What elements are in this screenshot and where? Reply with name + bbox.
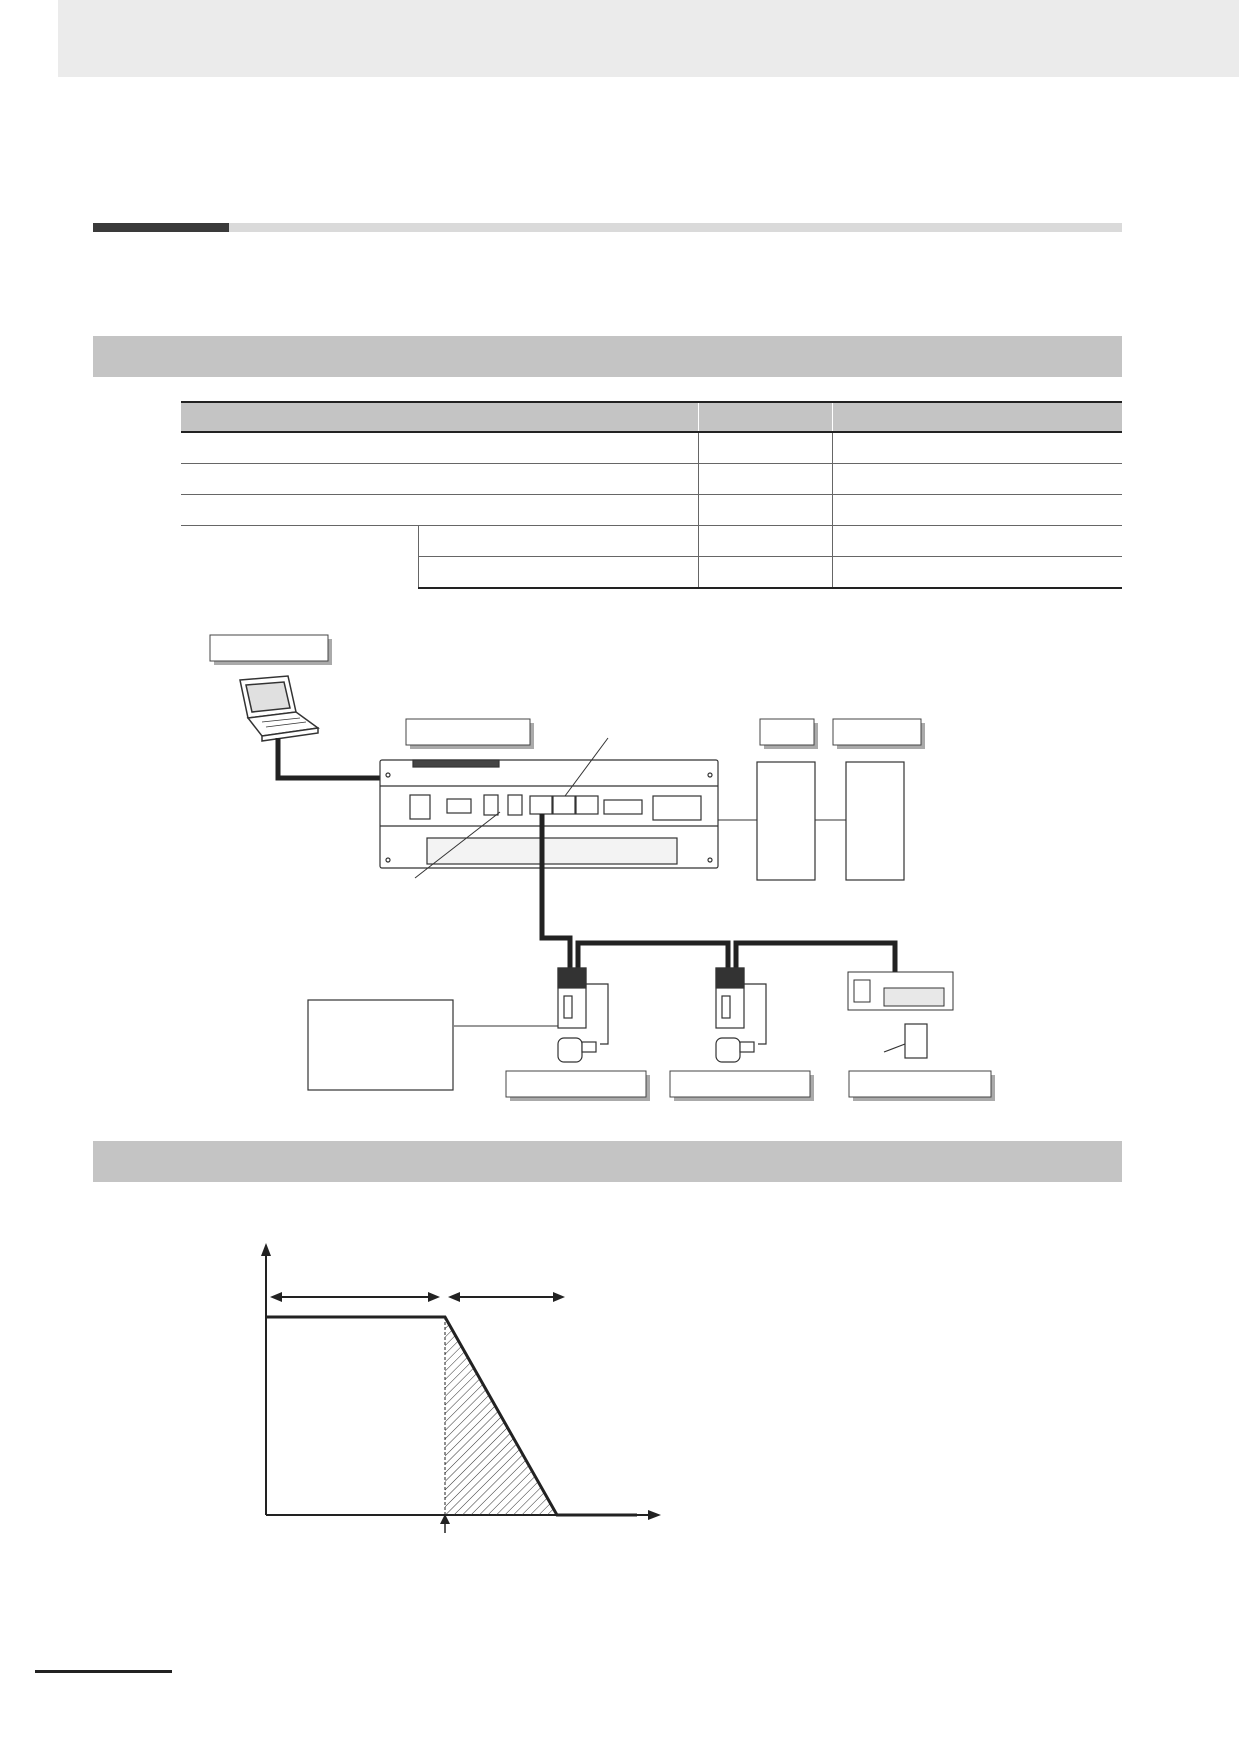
ethercat-cable: [539, 814, 573, 972]
io-unit: [847, 971, 954, 1011]
table-cell: [697, 463, 832, 495]
label-drive-1: [505, 1070, 650, 1101]
controller-unit: [379, 759, 719, 869]
leader-line-port-2: [414, 811, 501, 879]
table-cell: [831, 431, 1122, 464]
table-cell: [181, 431, 698, 464]
table-cell: [417, 556, 698, 589]
note-box: [307, 999, 454, 1091]
table-header-cell: [181, 402, 698, 432]
table-cell: [831, 463, 1122, 495]
label-box-right: [832, 718, 925, 749]
external-device-box-2: [845, 761, 905, 881]
subsection-heading-bar-1: [93, 336, 1122, 377]
table-header-cell: [697, 402, 832, 432]
table-cell: [831, 494, 1122, 526]
label-controller: [405, 718, 534, 749]
servo-drive-2: [715, 967, 767, 1063]
table-row: [181, 525, 1122, 588]
section-title-rule-accent: [93, 223, 229, 232]
photoelectric-sensor-icon: [883, 1023, 928, 1059]
table-cell: [697, 525, 832, 557]
label-drive-2: [669, 1070, 814, 1101]
page-header-band: [58, 0, 1239, 77]
specification-table: [181, 401, 1122, 589]
label-computer: [209, 634, 332, 665]
table-cell: [181, 525, 418, 588]
table-cell: [831, 556, 1122, 589]
table-header-cell: [831, 402, 1122, 432]
footer-rule: [35, 1670, 172, 1673]
table-cell: [417, 525, 698, 557]
leader-line-port: [564, 737, 609, 797]
table-row: [181, 494, 1122, 526]
table-cell: [697, 431, 832, 464]
table-cell: [181, 494, 698, 526]
subsection-heading-bar-2: [93, 1141, 1122, 1182]
table-cell: [697, 494, 832, 526]
table-row: [181, 431, 1122, 464]
table-cell: [697, 556, 832, 589]
external-device-box-1: [756, 761, 816, 881]
table-cell: [181, 463, 698, 495]
section-title-rule: [229, 223, 1122, 232]
table-row: [181, 556, 1122, 589]
table-row: [181, 463, 1122, 495]
label-box-small: [759, 718, 818, 749]
label-io-unit: [848, 1070, 995, 1101]
table-cell: [831, 525, 1122, 557]
table-header-row: [181, 402, 1122, 432]
servo-drive-1: [557, 967, 609, 1063]
laptop-icon: [239, 675, 320, 742]
